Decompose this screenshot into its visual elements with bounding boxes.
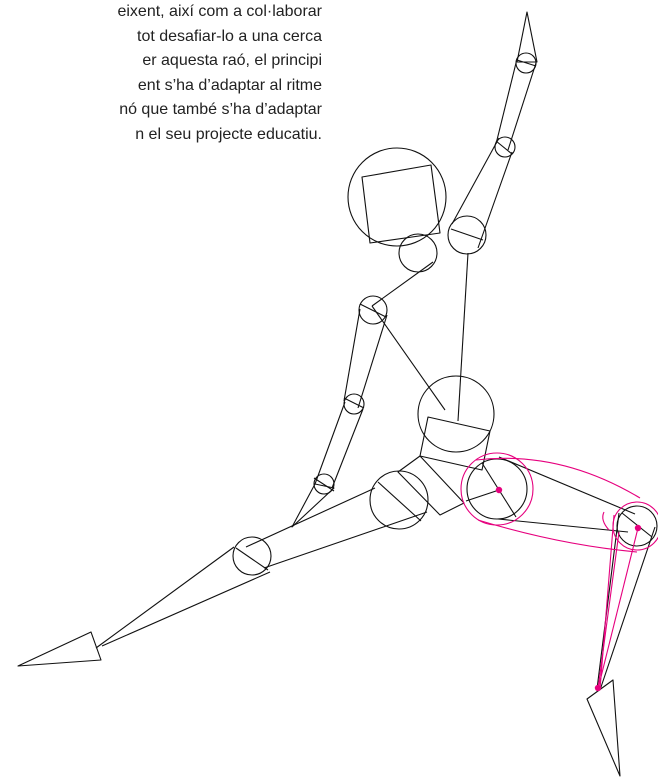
left-wrist-joint <box>313 473 335 495</box>
paragraph-text: eixent, així com a col·laborar tot desaf… <box>0 0 322 147</box>
text-line-4: ent s’ha d’adaptar al ritme <box>137 76 322 94</box>
torso <box>371 252 495 516</box>
highlight-thigh-lower <box>477 519 638 553</box>
neck-joint <box>398 233 438 273</box>
highlight-shin-right <box>597 527 639 690</box>
pelvis-circle <box>417 375 495 453</box>
ankle-pivot-dot <box>594 684 602 692</box>
shoulder-joint <box>447 215 487 255</box>
text-line-2: tot desafiar-lo a una cerca <box>137 27 322 45</box>
left-hand-cone <box>291 483 335 528</box>
left-elbow-joint <box>343 393 365 415</box>
highlight-knee-arc <box>602 511 610 531</box>
text-line-1: eixent, així com a col·laborar <box>117 3 322 20</box>
pelvis-block <box>419 416 491 471</box>
right-foot-cone <box>586 679 621 777</box>
lower-arm <box>291 295 388 528</box>
raised-arm <box>447 11 538 255</box>
right-hip-joint <box>466 458 528 520</box>
elbow-joint <box>494 136 516 158</box>
left-knee-joint <box>232 536 272 576</box>
knee-pivot-dot <box>634 524 642 532</box>
extended-leg <box>17 470 429 667</box>
left-shoulder-joint <box>358 295 388 325</box>
highlight-thigh-upper <box>475 457 641 499</box>
head-circle <box>347 147 447 247</box>
head <box>347 147 447 273</box>
text-line-3: er aquesta raó, el principi <box>142 52 322 69</box>
highlighted-leg <box>460 452 658 690</box>
text-line-6: n el seu projecte educatiu. <box>135 125 322 143</box>
hip-block <box>397 455 465 516</box>
hip-pivot-dot <box>495 486 503 494</box>
text-line-5: nó que també s’ha d’adaptar <box>119 101 322 118</box>
highlight-shin-left <box>597 531 620 690</box>
bent-leg <box>465 456 658 777</box>
left-foot-cone <box>17 631 102 667</box>
left-hip-joint <box>369 470 429 530</box>
highlight-shin-inner <box>599 514 615 690</box>
raised-hand-cone <box>516 11 538 63</box>
highlight-knee-ring <box>612 501 658 551</box>
head-square <box>361 164 441 244</box>
